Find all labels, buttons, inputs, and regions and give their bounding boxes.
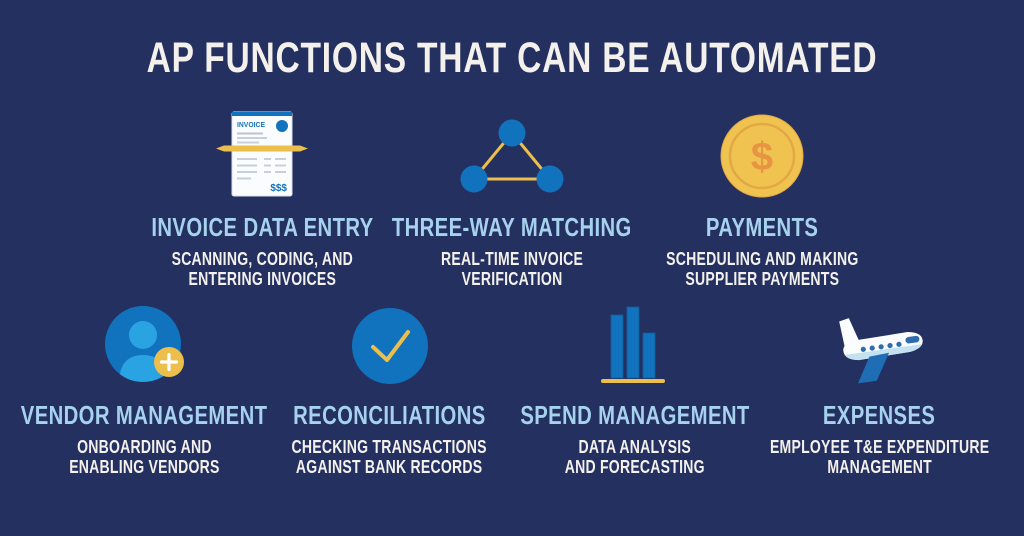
triangle-network-icon-svg (460, 119, 564, 193)
item-invoice-data-entry: INVOICE $$$ INVOICE DATA ENTRY SCANNING,… (137, 106, 387, 290)
item-heading: EXPENSES (823, 400, 936, 430)
item-expenses: EXPENSES EMPLOYEE T&E EXPENDITURE MANAGE… (757, 298, 1002, 478)
row-top: INVOICE $$$ INVOICE DATA ENTRY SCANNING,… (0, 106, 1024, 290)
item-reconciliations: RECONCILIATIONS CHECKING TRANSACTIONS AG… (267, 298, 512, 478)
item-heading: THREE-WAY MATCHING (392, 212, 632, 242)
item-heading: INVOICE DATA ENTRY (150, 212, 374, 242)
description-line: AGAINST BANK RECORDS (296, 457, 483, 478)
item-heading: PAYMENTS (705, 212, 819, 242)
checkmark-circle-icon-svg (351, 308, 428, 384)
invoice-label-text: INVOICE (237, 122, 265, 129)
invoice-scanner-icon-svg: INVOICE $$$ (216, 111, 308, 197)
description-line: SCANNING, CODING, AND (171, 249, 353, 270)
airplane-icon-svg (838, 318, 924, 384)
description-line: VERIFICATION (461, 269, 563, 290)
dollar-coin-icon: $ (715, 106, 809, 206)
item-description: DATA ANALYSIS AND FORECASTING (564, 437, 704, 477)
page-title: AP FUNCTIONS THAT CAN BE AUTOMATED (146, 34, 878, 82)
dollar-sign-text: $ (751, 135, 773, 179)
row-bottom: VENDOR MANAGEMENT ONBOARDING AND ENABLIN… (0, 298, 1024, 478)
checkmark-circle-icon (344, 298, 436, 394)
add-user-icon-svg (104, 306, 184, 382)
item-vendor-management: VENDOR MANAGEMENT ONBOARDING AND ENABLIN… (21, 298, 268, 478)
airplane-icon (827, 298, 933, 394)
invoice-amount-text: $$$ (270, 183, 287, 194)
item-three-way-matching: THREE-WAY MATCHING REAL-TIME INVOICE VER… (387, 106, 637, 290)
dollar-coin-icon-svg: $ (720, 114, 804, 198)
description-line: ONBOARDING AND (77, 437, 212, 458)
description-line: SUPPLIER PAYMENTS (685, 269, 839, 290)
item-description: ONBOARDING AND ENABLING VENDORS (69, 437, 219, 477)
description-line: MANAGEMENT (827, 457, 932, 478)
item-description: REAL-TIME INVOICE VERIFICATION (441, 249, 583, 289)
item-spend-management: SPEND MANAGEMENT DATA ANALYSIS AND FOREC… (512, 298, 757, 478)
description-line: ENABLING VENDORS (69, 457, 220, 478)
description-line: DATA ANALYSIS (578, 437, 691, 458)
triangle-network-icon (452, 106, 572, 206)
item-payments: $ PAYMENTS SCHEDULING AND MAKING SUPPLIE… (637, 106, 887, 290)
add-user-icon (99, 298, 191, 394)
description-line: AND FORECASTING (564, 457, 705, 478)
invoice-scanner-icon: INVOICE $$$ (212, 106, 312, 206)
item-description: CHECKING TRANSACTIONS AGAINST BANK RECOR… (292, 437, 487, 477)
bar-chart-icon (589, 298, 681, 394)
item-heading: RECONCILIATIONS (293, 400, 486, 430)
item-description: EMPLOYEE T&E EXPENDITURE MANAGEMENT (770, 437, 989, 477)
description-line: SCHEDULING AND MAKING (665, 249, 859, 270)
description-line: EMPLOYEE T&E EXPENDITURE (769, 437, 990, 458)
item-heading: SPEND MANAGEMENT (519, 400, 750, 430)
description-line: REAL-TIME INVOICE (440, 249, 584, 270)
description-line: ENTERING INVOICES (188, 269, 336, 290)
item-description: SCANNING, CODING, AND ENTERING INVOICES (171, 249, 352, 289)
description-line: CHECKING TRANSACTIONS (291, 437, 488, 458)
item-description: SCHEDULING AND MAKING SUPPLIER PAYMENTS (666, 249, 858, 289)
bar-chart-icon-svg (600, 306, 665, 383)
item-heading: VENDOR MANAGEMENT (21, 400, 268, 430)
